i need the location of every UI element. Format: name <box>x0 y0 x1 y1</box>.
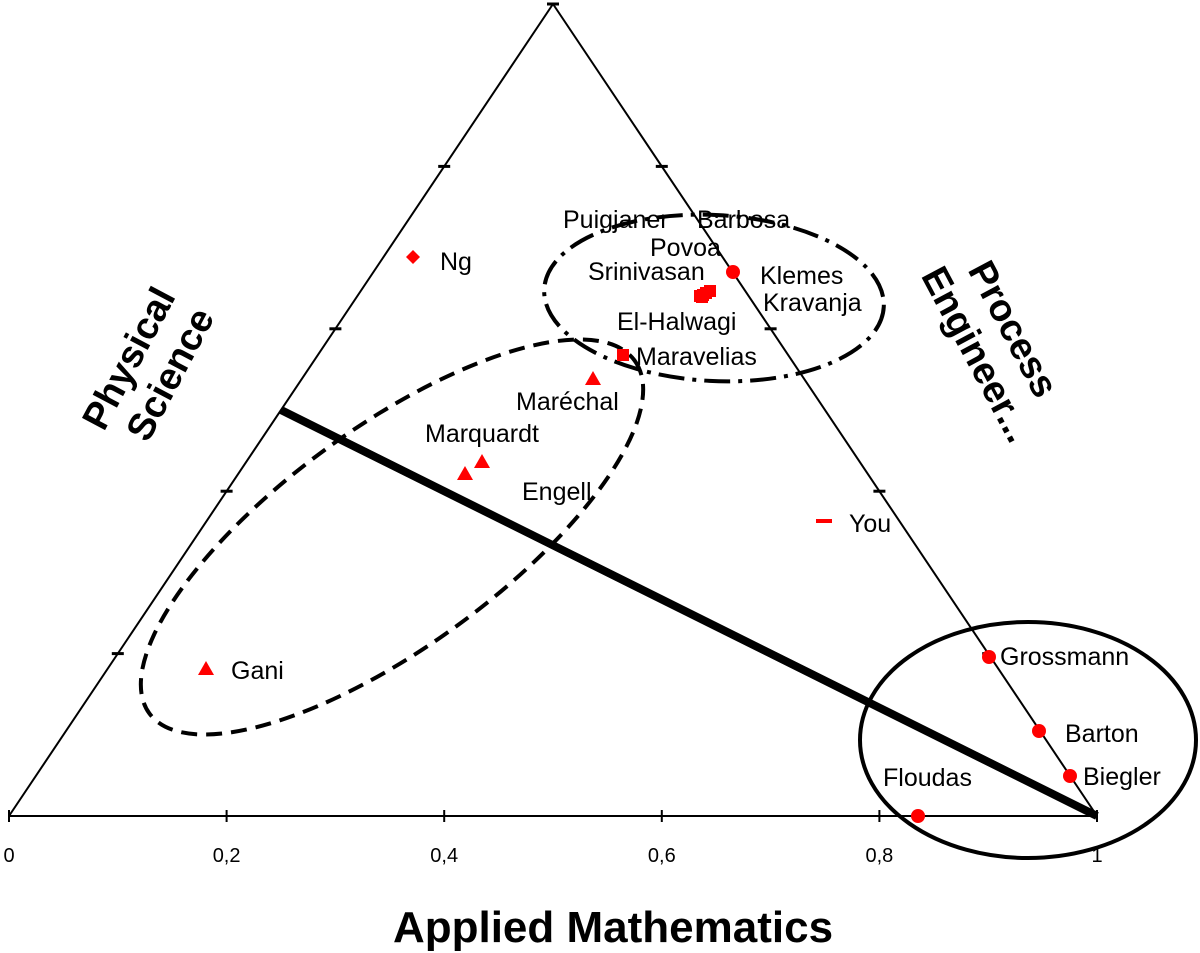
label-maravelias: Maravelias <box>636 343 757 371</box>
label-barbosa: Barbosa <box>697 206 790 234</box>
divider-line <box>279 406 1099 820</box>
label-grossmann: Grossmann <box>1000 643 1129 671</box>
x-tick-label: 0,4 <box>430 845 458 867</box>
x-tick-label: 0,6 <box>648 845 676 867</box>
label-kravanja: Kravanja <box>763 289 862 317</box>
point-floudas <box>911 809 925 823</box>
label-biegler: Biegler <box>1083 763 1161 791</box>
point-marquardt <box>474 454 490 468</box>
point-engell <box>457 466 473 480</box>
x-tick-label: 0 <box>3 845 14 867</box>
label-you: You <box>849 510 891 538</box>
label-povoa: Povoa <box>650 234 721 262</box>
point-mar-chal <box>585 371 601 385</box>
x-axis-title: Applied Mathematics <box>393 903 833 952</box>
point-you <box>816 519 832 523</box>
label-engell: Engell <box>522 478 592 506</box>
label-klemes: Klemes <box>760 262 843 290</box>
dashed-ellipse <box>138 337 646 737</box>
dash-dot-ellipse <box>542 212 886 384</box>
point-labels: Ng Puigjaner BarbosaPovoaSrinivasanEl-Halw… <box>231 206 1161 792</box>
point-biegler <box>1063 769 1077 783</box>
label-mar-chal: Maréchal <box>516 388 619 416</box>
cluster-ellipses <box>138 212 1198 860</box>
label-puigjaner: Puigjaner <box>563 206 669 234</box>
point-grossmann <box>982 650 996 664</box>
thick-divider-line <box>279 406 1099 820</box>
point-barton <box>1032 724 1046 738</box>
point-gani <box>198 661 214 675</box>
x-tick-label: 0,8 <box>865 845 893 867</box>
point-maravelias <box>617 349 629 361</box>
point-ng <box>406 250 420 264</box>
label-barton: Barton <box>1065 720 1139 748</box>
right-axis-title: Process Engineer... <box>913 239 1079 449</box>
label-srinivasan: Srinivasan <box>588 258 705 286</box>
x-tick-label: 0,2 <box>213 845 241 867</box>
label-marquardt: Marquardt <box>425 420 539 448</box>
label-el-halwagi: El-Halwagi <box>617 308 736 336</box>
x-tick-labels: 0 0,2 0,4 0,6 0,8 1 <box>3 845 1102 867</box>
data-points <box>198 250 1077 823</box>
label-floudas: Floudas <box>883 764 972 792</box>
point-el-halwagi <box>696 291 708 303</box>
label-gani: Gani <box>231 657 284 685</box>
right-edge <box>552 3 1098 817</box>
left-axis-title: Physical Science <box>75 271 228 457</box>
label-ng: Ng <box>440 248 472 276</box>
x-tick-label: 1 <box>1091 845 1102 867</box>
point-klemes <box>726 265 740 279</box>
solid-ellipse <box>858 620 1198 860</box>
